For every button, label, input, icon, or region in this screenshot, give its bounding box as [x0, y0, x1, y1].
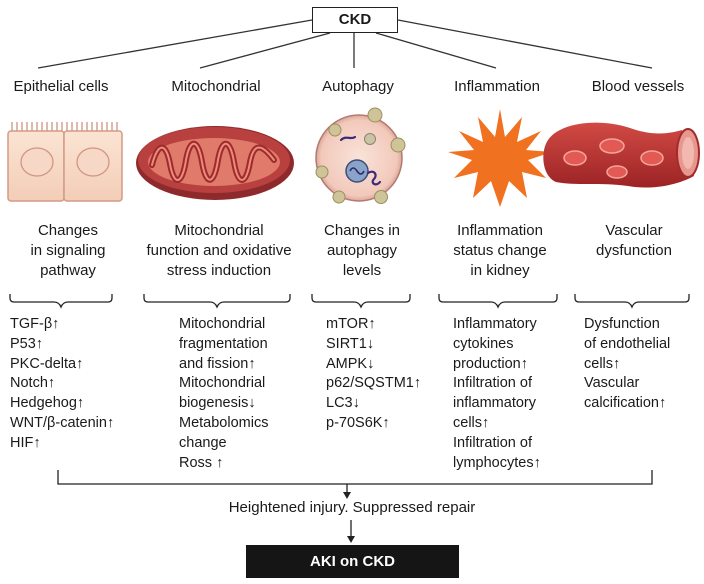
- summary-text: Heightened injury. Suppressed repair: [228, 499, 476, 516]
- connector-blood-vessels: [397, 19, 653, 69]
- list-item: Vascular calcification↑: [584, 375, 667, 412]
- description-autophagy: Changes in autophagy levels: [324, 222, 400, 279]
- list-item: Inflammatory cytokines production↑: [453, 316, 537, 372]
- list-item: mTOR↑: [326, 316, 376, 332]
- list-item: HIF↑: [10, 434, 41, 451]
- root-connectors: [37, 19, 653, 69]
- list-item: AMPK↓: [326, 355, 375, 372]
- items-mitochondrial: Mitochondrial fragmentation and fission↑…: [179, 315, 268, 473]
- root-node: CKD: [312, 7, 398, 33]
- arrow-to-summary-head: [343, 492, 351, 499]
- list-item: LC3↓: [326, 395, 360, 412]
- list-item: Mitochondrial biogenesis↓: [179, 375, 266, 412]
- result-box: AKI on CKD: [246, 545, 459, 578]
- items-epithelial: TGF-β↑ P53↑ PKC-delta↑ Notch↑ Hedgehog↑ …: [10, 315, 114, 454]
- list-item: Notch↑: [10, 375, 56, 392]
- list-item: PKC-delta↑: [10, 355, 84, 372]
- blood-vessel-icon: [543, 122, 700, 188]
- list-item: Ross ↑: [179, 454, 224, 471]
- list-item: TGF-β↑: [10, 316, 60, 332]
- list-item: Hedgehog↑: [10, 395, 85, 412]
- epithelial-cells-icon: [7, 122, 123, 202]
- list-item: Mitochondrial fragmentation and fission↑: [179, 316, 268, 372]
- category-title-blood-vessels: Blood vessels: [591, 78, 685, 95]
- description-mitochondrial: Mitochondrial function and oxidative str…: [146, 222, 292, 279]
- arrow-to-result-head: [347, 536, 355, 543]
- list-item: Infiltration of inflammatory cells↑: [453, 375, 536, 431]
- description-epithelial: Changes in signaling pathway: [30, 222, 106, 279]
- list-item: p62/SQSTM1↑: [326, 375, 422, 392]
- braces: [9, 294, 690, 309]
- description-inflammation: Inflammation status change in kidney: [453, 222, 547, 279]
- brace-inflammation: [438, 294, 558, 309]
- collector-bracket: [57, 470, 653, 485]
- mitochondrion-icon: [136, 126, 294, 200]
- brace-epithelial: [9, 294, 113, 309]
- list-item: P53↑: [10, 335, 44, 352]
- list-item: p-70S6K↑: [326, 414, 390, 431]
- connector-epithelial: [37, 19, 313, 69]
- list-item: Dysfunction of endothelial cells↑: [584, 316, 671, 372]
- autophagy-cell-icon: [315, 107, 406, 204]
- category-title-inflammation: Inflammation: [454, 78, 540, 95]
- description-blood-vessels: Vascular dysfunction: [596, 222, 672, 259]
- list-item: Infiltration of lymphocytes↑: [453, 434, 541, 471]
- brace-mitochondrial: [143, 294, 291, 309]
- items-blood-vessels: Dysfunction of endothelial cells↑ Vascul…: [584, 315, 670, 414]
- inflammation-starburst-icon: [448, 109, 552, 207]
- connector-mitochondrial: [199, 32, 331, 69]
- list-item: WNT/β-catenin↑: [10, 414, 115, 431]
- category-title-autophagy: Autophagy: [322, 78, 394, 95]
- list-item: SIRT1↓: [326, 335, 375, 352]
- brace-blood-vessels: [574, 294, 690, 309]
- items-autophagy: mTOR↑ SIRT1↓ AMPK↓ p62/SQSTM1↑ LC3↓ p-70…: [326, 315, 421, 434]
- list-item: Metabolomics change: [179, 414, 269, 451]
- category-title-mitochondrial: Mitochondrial: [171, 78, 261, 95]
- connector-inflammation: [375, 32, 497, 69]
- items-inflammation: Inflammatory cytokines production↑ Infil…: [453, 315, 541, 473]
- category-title-epithelial: Epithelial cells: [13, 78, 109, 95]
- brace-autophagy: [311, 294, 411, 309]
